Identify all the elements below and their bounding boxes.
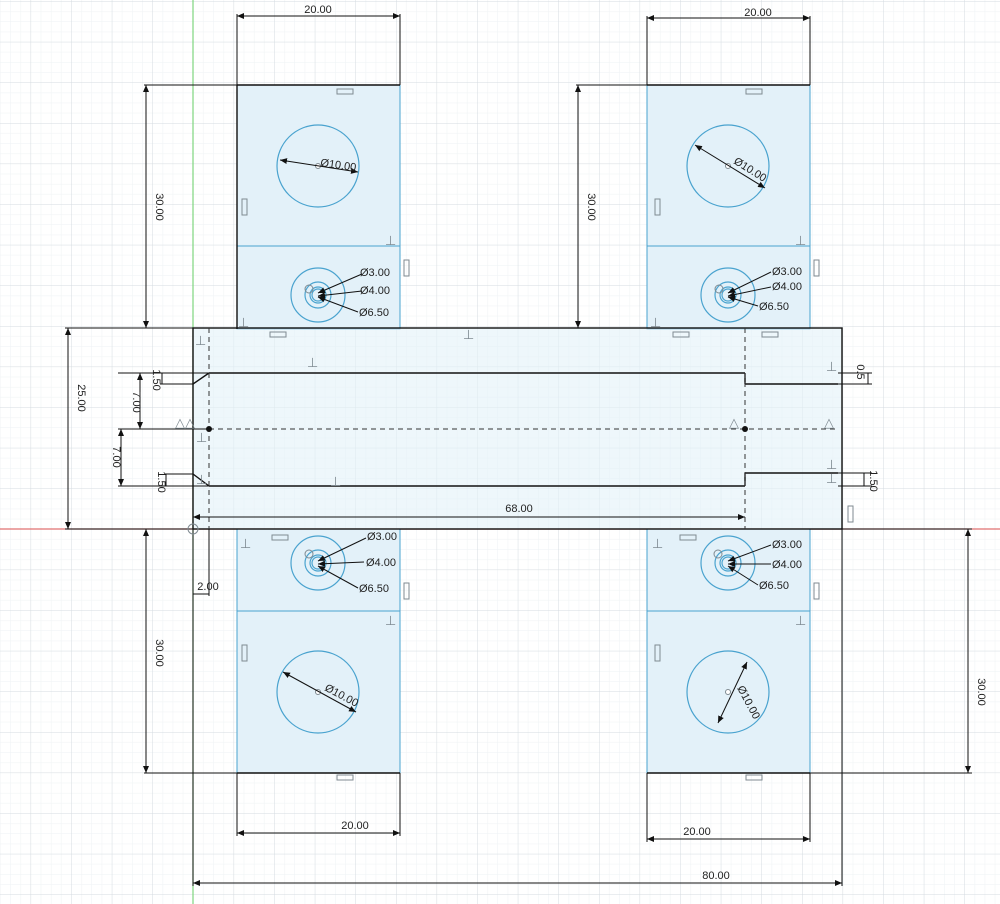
dim-tl-d4[interactable]: Ø4.00 — [360, 285, 390, 297]
dim-tr-d4[interactable]: Ø4.00 — [772, 281, 802, 293]
dim-hole-top-left[interactable]: Ø10.00 — [320, 157, 357, 174]
dim-tr-d3[interactable]: Ø3.00 — [772, 266, 802, 278]
horizontal-constraint-icon[interactable] — [269, 88, 779, 781]
svg-text:⊥: ⊥ — [463, 328, 474, 343]
svg-text:⊥: ⊥ — [385, 234, 396, 249]
dim-lower-wall[interactable]: 1.50 — [155, 471, 167, 492]
dim-bl-d65[interactable]: Ø6.50 — [359, 583, 389, 595]
svg-text:⊥: ⊥ — [826, 458, 837, 473]
svg-text:⊥: ⊥ — [385, 614, 396, 629]
dim-bl-d4[interactable]: Ø4.00 — [366, 557, 396, 569]
svg-text:⊥: ⊥ — [330, 475, 341, 490]
dim-tl-d65[interactable]: Ø6.50 — [359, 307, 389, 319]
svg-text:⊥: ⊥ — [650, 316, 661, 331]
hole-big-bottom-left[interactable] — [276, 650, 360, 734]
svg-text:△△: △△ — [175, 416, 195, 431]
hole-big-top-right[interactable] — [686, 124, 770, 208]
svg-text:⊥: ⊥ — [195, 334, 206, 349]
svg-text:⊥: ⊥ — [795, 614, 806, 629]
dim-top-left-height[interactable]: 30.00 — [153, 193, 165, 221]
svg-text:⊥: ⊥ — [238, 316, 249, 331]
dim-bottom-right-width[interactable]: 20.00 — [683, 826, 711, 838]
dim-bottom-left-width[interactable]: 20.00 — [341, 820, 369, 832]
fix-lock-icon[interactable] — [187, 284, 724, 559]
svg-text:△: △ — [729, 416, 739, 431]
svg-text:⊥: ⊥ — [652, 537, 663, 552]
dim-upper-wall[interactable]: 1.50 — [150, 369, 162, 390]
svg-text:⊥: ⊥ — [795, 234, 806, 249]
dim-main-height[interactable]: 25.00 — [75, 384, 87, 412]
dim-top-left-width[interactable]: 20.00 — [304, 4, 332, 16]
hole-big-top-left[interactable] — [276, 124, 360, 208]
svg-text:△: △ — [824, 416, 834, 431]
dim-upper-half[interactable]: 7.00 — [130, 391, 142, 412]
svg-text:⊥: ⊥ — [240, 537, 251, 552]
dim-tl-d3[interactable]: Ø3.00 — [360, 267, 390, 279]
diameter-leaders — [279, 144, 772, 724]
dim-overall-width[interactable]: 80.00 — [702, 870, 730, 882]
dim-slot-length[interactable]: 68.00 — [505, 503, 533, 515]
dim-br-d65[interactable]: Ø6.50 — [759, 580, 789, 592]
dim-right-upper-wall[interactable]: 0.5 — [854, 364, 866, 379]
midpoint-triangle-icon[interactable]: △△ △ △ — [175, 416, 834, 431]
dim-bl-d3[interactable]: Ø3.00 — [367, 531, 397, 543]
dim-br-d4[interactable]: Ø4.00 — [772, 559, 802, 571]
dim-top-right-width[interactable]: 20.00 — [744, 7, 772, 19]
hole-big-bottom-right[interactable] — [686, 650, 770, 734]
dim-tr-d65[interactable]: Ø6.50 — [759, 301, 789, 313]
dim-right-lower-wall[interactable]: 1.50 — [867, 470, 879, 491]
svg-text:⊥: ⊥ — [826, 472, 837, 487]
svg-text:⊥: ⊥ — [196, 431, 207, 446]
perpendicular-constraint-icon[interactable]: ⊥ ⊥ ⊥ ⊥ ⊥ ⊥ ⊥ ⊥ ⊥ ⊥ ⊥ ⊥ ⊥ ⊥ ⊥ ⊥ ⊥ — [195, 234, 837, 629]
dim-bottom-right-height[interactable]: 30.00 — [975, 678, 987, 706]
dimension-lines — [65, 13, 972, 886]
dim-bottom-left-height[interactable]: 30.00 — [153, 639, 165, 667]
dim-br-d3[interactable]: Ø3.00 — [772, 539, 802, 551]
dim-offset-left[interactable]: 2.00 — [197, 581, 218, 593]
dim-lower-half[interactable]: 7.00 — [110, 446, 122, 467]
constraint-icons: ⊥ ⊥ ⊥ ⊥ ⊥ ⊥ ⊥ ⊥ ⊥ ⊥ ⊥ ⊥ ⊥ ⊥ ⊥ ⊥ ⊥ △△ △ △ — [175, 88, 854, 781]
svg-text:⊥: ⊥ — [307, 356, 318, 371]
svg-text:⊥: ⊥ — [826, 360, 837, 375]
vertical-constraint-icon[interactable] — [241, 198, 854, 662]
svg-text:⊥: ⊥ — [196, 473, 207, 488]
dim-top-right-height[interactable]: 30.00 — [585, 193, 597, 221]
